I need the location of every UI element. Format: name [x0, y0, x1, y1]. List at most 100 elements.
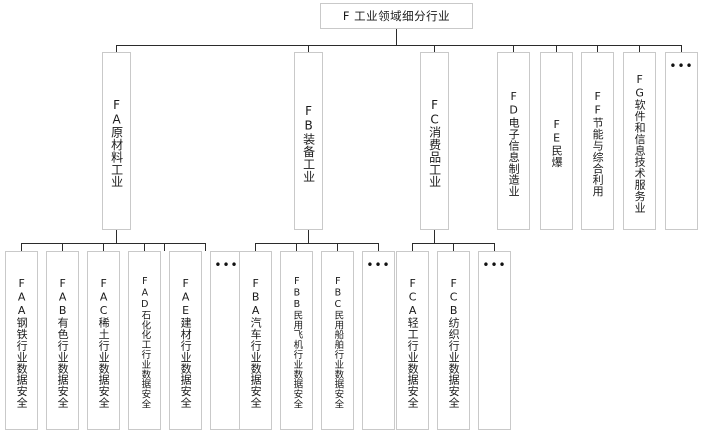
node-fab-content: FAB: [47, 277, 78, 317]
node-fc-label-wrap: 消费品工业: [421, 126, 448, 188]
node-fd-content: FD: [498, 90, 529, 117]
connector-drop-fb: [308, 45, 309, 52]
connector-drop-fa-more: [205, 243, 206, 251]
connector-drop-fd: [513, 45, 514, 52]
node-fae-label: 建材行业数据安全: [179, 317, 193, 409]
node-fbb-label: 民用飞机行业数据安全: [291, 310, 303, 410]
connector-drop-fba: [255, 243, 256, 251]
node-fcb[interactable]: FCB 纺织行业数据安全: [437, 251, 470, 430]
node-fb-more-ellipsis[interactable]: •••: [362, 251, 395, 430]
node-fg-label: 软件和信息技术服务业: [633, 99, 647, 214]
node-fca-content: FCA: [397, 277, 428, 317]
connector-drop-fe: [556, 45, 557, 52]
node-faa-content: FAA: [6, 277, 37, 317]
connector-stem-fc: [434, 230, 435, 243]
node-fad-code: FAD: [139, 275, 151, 311]
node-fca-label: 轻工行业数据安全: [406, 317, 420, 409]
connector-root-stem: [396, 28, 397, 45]
node-fad-label: 石化化工行业数据安全: [139, 310, 151, 410]
node-fac-code: FAC: [97, 276, 111, 317]
node-fba[interactable]: FBA 汽车行业数据安全: [239, 251, 272, 430]
connector-drop-fae: [164, 243, 165, 251]
node-fd-code: FD: [507, 89, 521, 117]
node-fae-label-wrap: 建材行业数据安全: [170, 317, 201, 408]
node-faa-label: 钢铁行业数据安全: [15, 317, 29, 409]
node-faa-label-wrap: 钢铁行业数据安全: [6, 317, 37, 408]
node-fe-label: 民爆: [550, 145, 564, 168]
node-fc-label: 消费品工业: [427, 126, 442, 189]
node-fa[interactable]: FA 原材料工业: [102, 52, 131, 230]
node-fcb-code: FCB: [447, 276, 461, 317]
node-fae[interactable]: FAE 建材行业数据安全: [169, 251, 202, 430]
node-fb-label: 装备工业: [301, 132, 316, 183]
connector-drop-fcb: [453, 243, 454, 251]
connector-bus-fa: [21, 243, 205, 244]
connector-drop-level2-more: [681, 45, 682, 52]
node-root-f[interactable]: F 工业领域细分行业: [320, 3, 473, 29]
node-fbc-code: FBC: [332, 275, 344, 311]
node-fc[interactable]: FC 消费品工业: [420, 52, 449, 230]
node-fbc-content: FBC: [322, 276, 353, 310]
node-fab-label: 有色行业数据安全: [56, 317, 70, 409]
node-level2-more-ellipsis[interactable]: •••: [665, 52, 698, 230]
node-faa[interactable]: FAA 钢铁行业数据安全: [5, 251, 38, 430]
node-fd-label-wrap: 电子信息制造业: [498, 117, 529, 197]
node-fab-code: FAB: [56, 276, 70, 317]
node-fca[interactable]: FCA 轻工行业数据安全: [396, 251, 429, 430]
node-fb-code: FB: [301, 103, 316, 133]
connector-bus-fb: [255, 243, 378, 244]
node-fbb[interactable]: FBB 民用飞机行业数据安全: [280, 251, 313, 430]
node-fab-label-wrap: 有色行业数据安全: [47, 317, 78, 408]
node-fg[interactable]: FG 软件和信息技术服务业: [623, 52, 656, 230]
node-ff-code: FF: [591, 89, 605, 117]
node-fe-content: FE: [541, 118, 572, 145]
ellipsis-icon: •••: [214, 258, 239, 272]
node-fd[interactable]: FD 电子信息制造业: [497, 52, 530, 230]
node-fg-code: FG: [633, 72, 647, 100]
node-ff-label-wrap: 节能与综合利用: [582, 117, 613, 197]
connector-drop-faa: [21, 243, 22, 251]
node-fc-code: FC: [427, 97, 442, 127]
connector-drop-fc-more: [494, 243, 495, 251]
node-fac-label: 稀土行业数据安全: [97, 317, 111, 409]
node-fba-content: FBA: [240, 277, 271, 317]
node-fa-more-ellipsis[interactable]: •••: [210, 251, 243, 430]
node-fbc[interactable]: FBC 民用船舶行业数据安全: [321, 251, 354, 430]
node-fad-content: FAD: [129, 276, 160, 310]
node-fcb-label: 纺织行业数据安全: [447, 317, 461, 409]
connector-drop-fbc: [337, 243, 338, 251]
connector-drop-ff: [597, 45, 598, 52]
node-fac-content: FAC: [88, 277, 119, 317]
node-ff[interactable]: FF 节能与综合利用: [581, 52, 614, 230]
node-fbc-label-wrap: 民用船舶行业数据安全: [322, 310, 353, 409]
ellipsis-icon: •••: [482, 258, 507, 272]
node-fe-label-wrap: 民爆: [541, 145, 572, 168]
node-fg-label-wrap: 软件和信息技术服务业: [624, 99, 655, 213]
connector-drop-fca: [412, 243, 413, 251]
node-fa-content: FA: [103, 98, 130, 127]
connector-stem-fa: [116, 230, 117, 243]
node-fae-content: FAE: [170, 277, 201, 317]
node-fb[interactable]: FB 装备工业: [294, 52, 323, 230]
node-fcb-content: FCB: [438, 277, 469, 317]
node-fb-content: FB: [295, 104, 322, 133]
connector-drop-fb-more: [378, 243, 379, 251]
node-fa-code: FA: [109, 97, 124, 127]
node-faa-code: FAA: [15, 276, 29, 317]
node-fac[interactable]: FAC 稀土行业数据安全: [87, 251, 120, 430]
ellipsis-icon: •••: [366, 258, 391, 272]
node-ff-label: 节能与综合利用: [591, 116, 605, 197]
node-fab[interactable]: FAB 有色行业数据安全: [46, 251, 79, 430]
node-fad-label-wrap: 石化化工行业数据安全: [129, 310, 160, 409]
node-fe[interactable]: FE 民爆: [540, 52, 573, 230]
node-fba-label: 汽车行业数据安全: [249, 317, 263, 409]
node-fa-label: 原材料工业: [109, 126, 124, 189]
ellipsis-icon: •••: [669, 59, 694, 73]
node-fad[interactable]: FAD 石化化工行业数据安全: [128, 251, 161, 430]
node-ff-content: FF: [582, 90, 613, 117]
node-root-label: F 工业领域细分行业: [342, 9, 451, 23]
node-fca-label-wrap: 轻工行业数据安全: [397, 317, 428, 408]
node-fd-label: 电子信息制造业: [507, 116, 521, 197]
node-fc-more-ellipsis[interactable]: •••: [478, 251, 511, 430]
